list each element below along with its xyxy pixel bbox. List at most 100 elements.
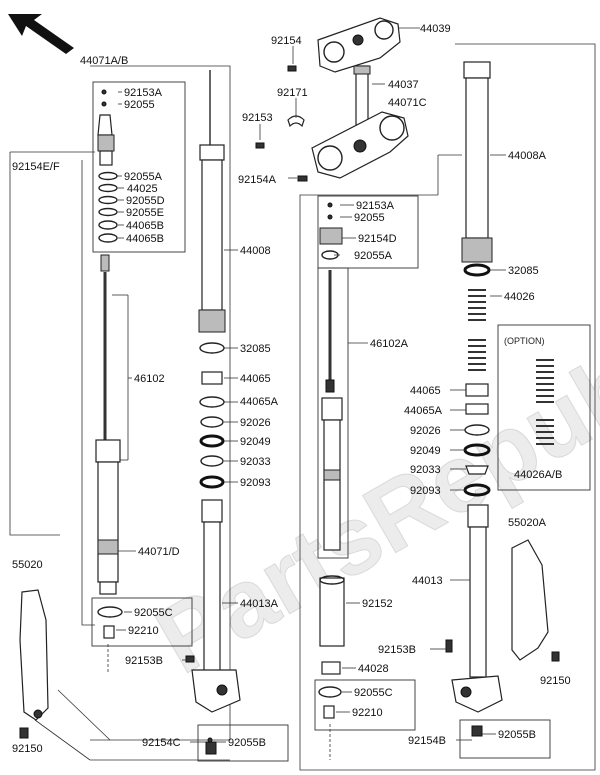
label-92055E: 92055E	[126, 207, 164, 219]
left-bottom-parts	[97, 606, 217, 755]
label-44065A-right: 44065A	[404, 405, 443, 417]
label-32085-right: 32085	[508, 265, 539, 277]
label-92055C-right: 92055C	[354, 687, 393, 699]
right-assembly-frame	[299, 43, 596, 771]
label-44037: 44037	[388, 79, 419, 91]
label-92154A: 92154A	[238, 174, 277, 186]
label-92154: 92154	[271, 35, 302, 47]
label-46102: 46102	[134, 373, 165, 385]
label-44026: 44026	[504, 291, 535, 303]
label-55020A: 55020A	[508, 517, 547, 529]
bolt-92154A	[297, 175, 308, 182]
option-box	[497, 324, 591, 491]
label-92055-left: 92055	[124, 99, 155, 111]
left-top-kit-box	[92, 81, 186, 253]
front-arrow-icon	[8, 14, 74, 54]
label-46102A: 46102A	[370, 338, 409, 350]
label-92026-right: 92026	[410, 425, 441, 437]
label-44008A: 44008A	[508, 150, 547, 162]
label-92055A-left: 92055A	[124, 171, 163, 183]
label-92153B-right: 92153B	[378, 644, 416, 656]
right-inner-box	[317, 267, 349, 559]
label-92049-left: 92049	[240, 436, 271, 448]
left-cap-parts	[97, 89, 118, 243]
label-44013: 44013	[412, 575, 443, 587]
upper-clamp	[317, 17, 401, 73]
label-92154EF: 92154E/F	[12, 161, 60, 173]
label-44065-left: 44065	[240, 373, 271, 385]
label-92150-left: 92150	[12, 743, 43, 755]
left-cartridge	[95, 439, 121, 595]
label-92150-right: 92150	[540, 675, 571, 687]
label-44065B-1: 44065B	[126, 220, 164, 232]
left-inner-tube	[191, 499, 241, 713]
right-springs	[463, 263, 491, 371]
label-92153: 92153	[242, 112, 273, 124]
label-44028: 44028	[358, 663, 389, 675]
label-44065A-left: 44065A	[240, 396, 279, 408]
label-92026-left: 92026	[240, 417, 271, 429]
label-92210-right: 92210	[352, 707, 383, 719]
label-92033-left: 92033	[240, 456, 271, 468]
part-labels: 92154 44039 44071A/B 44037 92171 44071C …	[12, 23, 571, 755]
left-bottom-kit-box	[91, 597, 193, 647]
label-92154B: 92154B	[408, 735, 446, 747]
right-cylinder-92152	[319, 575, 345, 675]
label-92210-left: 92210	[128, 625, 159, 637]
label-92093-right: 92093	[410, 485, 441, 497]
right-fork-guard	[511, 539, 560, 662]
label-92152: 92152	[362, 598, 393, 610]
label-44026AB: 44026A/B	[514, 469, 562, 481]
label-92093-left: 92093	[240, 477, 271, 489]
label-55020: 55020	[12, 559, 43, 571]
label-92154D: 92154D	[358, 233, 397, 245]
right-inner-tube	[445, 504, 503, 737]
label-92153A-right: 92153A	[356, 200, 395, 212]
label-44039: 44039	[420, 23, 451, 35]
label-44071AB: 44071A/B	[80, 55, 128, 67]
label-44008: 44008	[240, 245, 271, 257]
label-92055B-left: 92055B	[228, 737, 266, 749]
lower-clamp	[311, 111, 409, 179]
left-seal-stack	[199, 342, 225, 489]
label-92055A-right: 92055A	[354, 250, 393, 262]
right-cartridge	[321, 397, 343, 551]
label-92153B-left: 92153B	[125, 655, 163, 667]
label-92171: 92171	[277, 87, 308, 99]
left-damper-rod	[100, 254, 110, 440]
label-92154C: 92154C	[142, 737, 181, 749]
left-outer-tube	[198, 70, 226, 333]
option-label: (OPTION)	[504, 336, 545, 346]
label-44013A: 44013A	[240, 598, 279, 610]
left-fork-guard	[19, 589, 49, 739]
label-44025: 44025	[127, 183, 158, 195]
label-44065-right: 44065	[410, 385, 441, 397]
clip-92171	[287, 115, 305, 128]
left-assembly-frame	[9, 65, 289, 762]
label-32085-left: 32085	[240, 343, 271, 355]
label-92055-right: 92055	[354, 212, 385, 224]
left-axle-kit-box	[197, 724, 289, 762]
option-spring	[536, 359, 554, 445]
label-44065B-2: 44065B	[126, 233, 164, 245]
label-92055D: 92055D	[126, 195, 165, 207]
label-44071D: 44071/D	[138, 546, 180, 558]
label-92153A-left: 92153A	[124, 87, 163, 99]
label-92049-right: 92049	[410, 445, 441, 457]
label-92055B-right: 92055B	[498, 729, 536, 741]
label-92055C-left: 92055C	[134, 607, 173, 619]
right-axle-kit-box	[459, 719, 551, 759]
right-bottom-kit-box	[314, 679, 416, 731]
label-92033-right: 92033	[410, 464, 441, 476]
right-bottom-parts	[318, 686, 342, 760]
right-top-kit-box	[317, 195, 419, 269]
bolt-92154	[287, 65, 297, 72]
right-cap-parts	[319, 202, 343, 260]
label-44071C: 44071C	[388, 97, 427, 109]
right-outer-tube	[461, 61, 493, 263]
left-leader-lines	[112, 294, 136, 552]
bolt-92153	[255, 142, 265, 149]
right-damper-rod	[325, 270, 335, 393]
leader-lines	[116, 27, 506, 743]
